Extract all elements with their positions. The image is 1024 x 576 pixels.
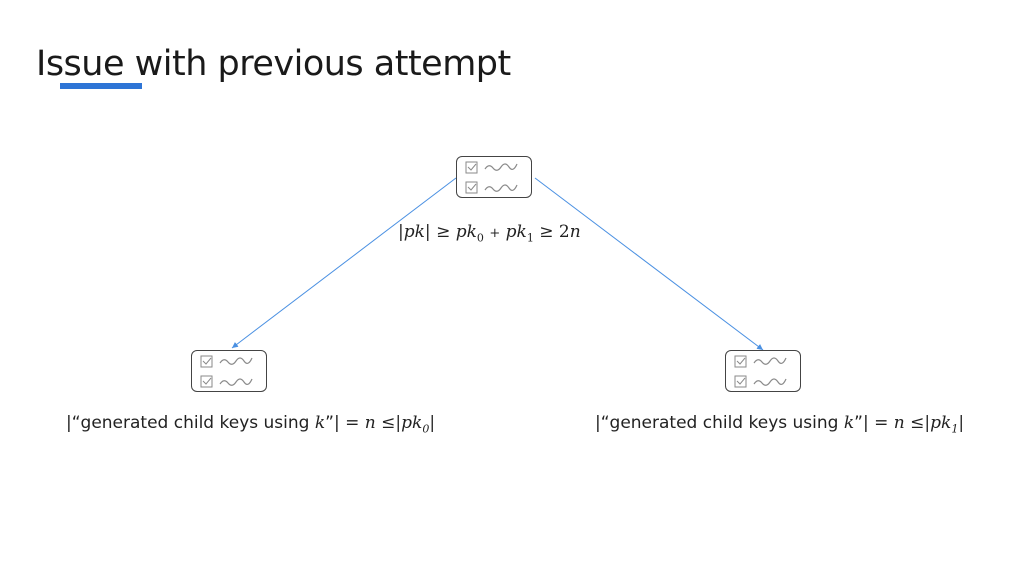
geq-symbol: ≥ [436, 222, 451, 242]
equals-symbol: = [874, 413, 889, 433]
subscript-1: 1 [526, 231, 534, 245]
plus-symbol: + [489, 226, 501, 241]
subscript-0: 0 [422, 422, 430, 436]
n-symbol: n [569, 222, 581, 242]
edge-root-to-left [231, 177, 457, 349]
checklist-icon [465, 161, 518, 194]
checklist-icon [734, 355, 787, 388]
leq-symbol: ≤| [381, 413, 402, 433]
pk-symbol: pk [401, 413, 423, 433]
root-inequality-label: |pk| ≥ pk0 + pk1 ≥ 2n [398, 222, 581, 244]
abs-bar-close: | [958, 413, 965, 433]
n-symbol: n [364, 413, 376, 433]
root-key-node [456, 156, 532, 198]
right-child-label: |“generated child keys using k”| = n ≤|p… [595, 413, 964, 435]
number-two: 2 [558, 222, 570, 242]
title-underline [60, 83, 142, 89]
left-child-label: |“generated child keys using k”| = n ≤|p… [66, 413, 435, 435]
k-symbol: k [314, 413, 326, 433]
abs-bar-close: | [429, 413, 436, 433]
pk-symbol: pk [930, 413, 952, 433]
pk0-symbol: pk [455, 222, 477, 242]
edge-root-to-right [534, 177, 764, 351]
abs-bar-close: | [424, 222, 431, 242]
leq-symbol: ≤| [910, 413, 931, 433]
label-text-close: ”| [325, 413, 340, 433]
checklist-icon [200, 355, 253, 388]
k-symbol: k [843, 413, 855, 433]
label-text: |“generated child keys using [66, 413, 315, 433]
abs-bar-open: | [398, 222, 404, 242]
subscript-1: 1 [951, 422, 959, 436]
pk1-symbol: pk [505, 222, 527, 242]
left-child-node [191, 350, 267, 392]
n-symbol: n [893, 413, 905, 433]
subscript-0: 0 [476, 231, 484, 245]
label-text: |“generated child keys using [595, 413, 844, 433]
equals-symbol: = [345, 413, 360, 433]
label-text-close: ”| [854, 413, 869, 433]
pk-symbol: pk [403, 222, 425, 242]
right-child-node [725, 350, 801, 392]
slide-title: Issue with previous attempt [36, 44, 511, 84]
geq-symbol: ≥ [539, 222, 554, 242]
